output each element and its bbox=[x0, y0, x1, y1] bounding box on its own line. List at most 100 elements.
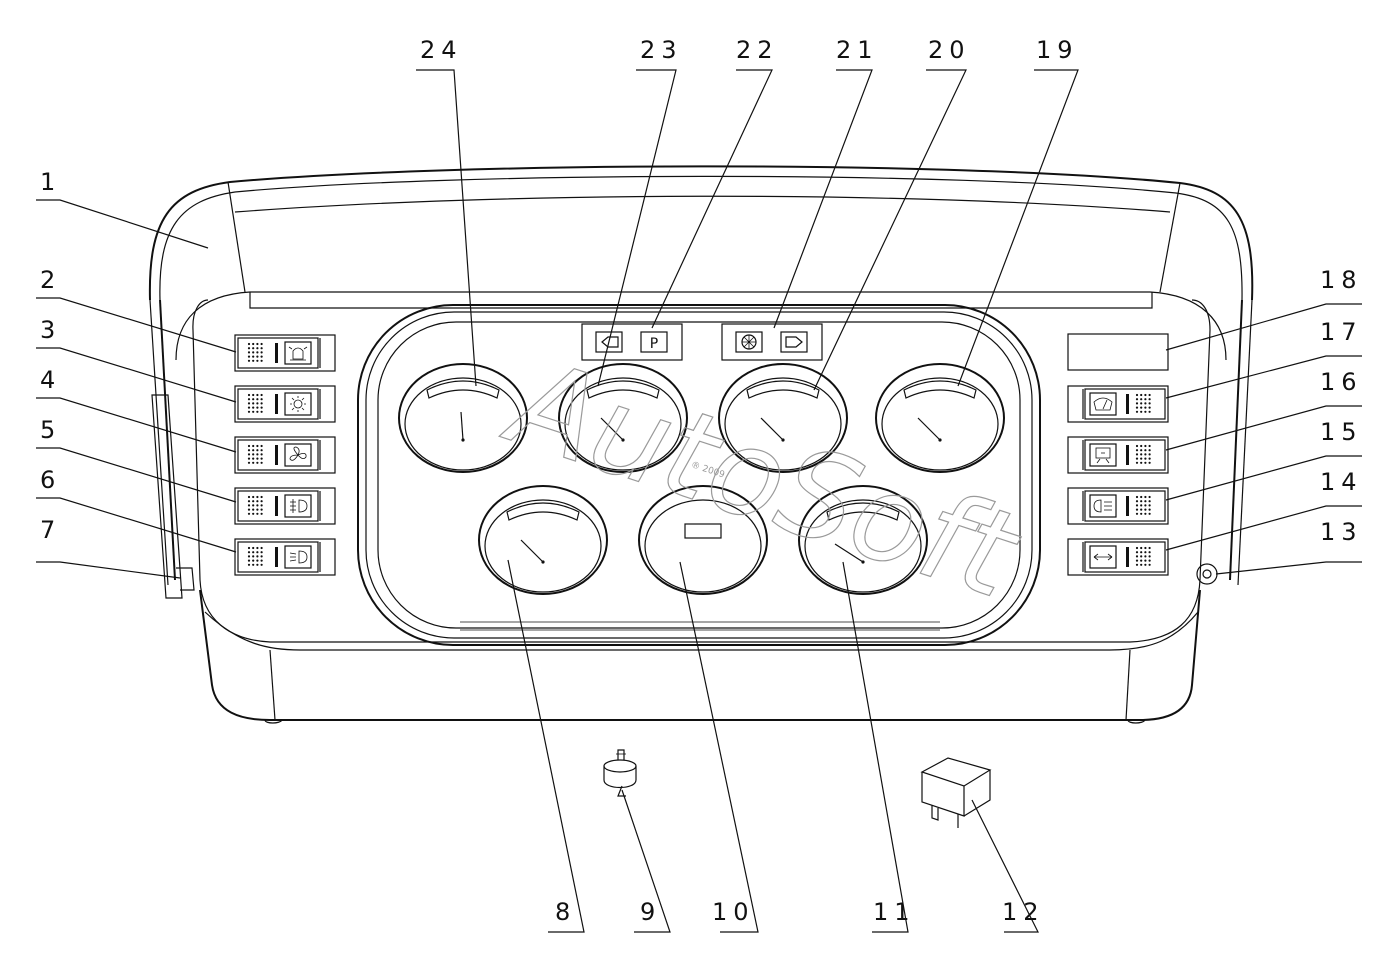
callout-number: 21 bbox=[836, 36, 879, 64]
needle-pivot bbox=[938, 438, 942, 442]
callout-number: 16 bbox=[1320, 368, 1363, 396]
callout-number: 19 bbox=[1036, 36, 1079, 64]
callout-number: 23 bbox=[640, 36, 683, 64]
callout-9: 9 bbox=[621, 789, 671, 933]
digital-display bbox=[684, 523, 722, 539]
gauge-scale-arc bbox=[426, 380, 500, 399]
leader-line bbox=[1165, 455, 1362, 501]
leader-line bbox=[1215, 561, 1362, 575]
right-rocker-switch[interactable] bbox=[1067, 538, 1169, 576]
leader-line bbox=[1165, 505, 1362, 551]
warning-lamp-group-left: P bbox=[581, 323, 683, 361]
beacon-icon bbox=[288, 346, 308, 361]
fog-light-icon bbox=[290, 499, 308, 513]
gauge-10 bbox=[638, 485, 768, 595]
callout-24: 24 bbox=[416, 36, 477, 387]
gauge-cluster bbox=[398, 363, 1005, 595]
left-rocker-switch[interactable] bbox=[234, 385, 336, 423]
leader-line bbox=[773, 69, 873, 329]
leader-line bbox=[416, 69, 477, 387]
hazard-lamp bbox=[735, 331, 763, 353]
gauge-needle bbox=[460, 411, 464, 441]
watermark-text: AutoSoft bbox=[490, 331, 1036, 626]
gauge-20 bbox=[718, 363, 848, 473]
callout-3: 3 bbox=[36, 316, 237, 403]
left-rocker-switch[interactable] bbox=[234, 436, 336, 474]
needle-pivot bbox=[621, 438, 625, 442]
turn-left-lamp bbox=[595, 331, 623, 353]
rear-fog-icon bbox=[1095, 447, 1111, 464]
needle-pivot bbox=[541, 560, 545, 564]
callout-16: 16 bbox=[1165, 368, 1363, 451]
callout-10: 10 bbox=[679, 561, 759, 933]
leader-line bbox=[597, 69, 677, 387]
callout-number: 6 bbox=[40, 466, 61, 494]
gauge-19 bbox=[875, 363, 1005, 473]
callout-number: 11 bbox=[873, 898, 916, 926]
gauge-11 bbox=[798, 485, 928, 595]
callout-17: 17 bbox=[1165, 318, 1363, 399]
headlight-icon bbox=[289, 550, 308, 564]
callout-number: 3 bbox=[40, 316, 61, 344]
left-rocker-switch[interactable] bbox=[234, 334, 336, 372]
gauge-24 bbox=[398, 363, 528, 473]
horizontal-arrows-icon bbox=[1093, 553, 1113, 561]
callout-13: 13 bbox=[1215, 518, 1363, 575]
callout-21: 21 bbox=[773, 36, 879, 329]
warning-lamp-group-right bbox=[721, 323, 823, 361]
leader-line bbox=[957, 69, 1079, 387]
callout-6: 6 bbox=[36, 466, 237, 553]
callout-23: 23 bbox=[597, 36, 683, 387]
left-rocker-switch[interactable] bbox=[234, 538, 336, 576]
callout-number: 7 bbox=[40, 516, 61, 544]
callout-number: 13 bbox=[1320, 518, 1363, 546]
callout-number: 18 bbox=[1320, 266, 1363, 294]
gauge-8 bbox=[478, 485, 608, 595]
callout-11: 11 bbox=[842, 561, 916, 933]
parking-lamp-label: P bbox=[650, 336, 658, 352]
callout-7: 7 bbox=[36, 516, 181, 579]
leader-line bbox=[1165, 405, 1362, 451]
callout-14: 14 bbox=[1165, 468, 1362, 551]
callout-number: 17 bbox=[1320, 318, 1363, 346]
callout-19: 19 bbox=[957, 36, 1079, 387]
leader-line bbox=[813, 69, 967, 391]
callout-number: 10 bbox=[712, 898, 755, 926]
gauge-needle bbox=[600, 417, 624, 441]
gauge-scale-arc bbox=[506, 502, 580, 521]
left-rocker-switch[interactable] bbox=[234, 487, 336, 525]
right-rocker-switch[interactable] bbox=[1067, 436, 1169, 474]
gauge-needle bbox=[520, 539, 544, 563]
callout-number: 24 bbox=[420, 36, 463, 64]
right-rocker-switch[interactable] bbox=[1067, 385, 1169, 423]
gauge-needle bbox=[834, 543, 864, 563]
parking-brake-lamp bbox=[640, 331, 668, 353]
callout-20: 20 bbox=[813, 36, 967, 391]
leader-line bbox=[507, 559, 585, 933]
fan-icon bbox=[289, 446, 307, 461]
leader-line bbox=[1165, 303, 1362, 351]
right-switch-bank bbox=[1067, 385, 1169, 576]
leader-line bbox=[679, 561, 759, 933]
callout-number: 15 bbox=[1320, 418, 1363, 446]
leader-line bbox=[1165, 355, 1362, 399]
gauge-scale-arc bbox=[826, 502, 900, 521]
callout-22: 22 bbox=[651, 36, 773, 329]
leader-line bbox=[36, 347, 237, 403]
callout-18: 18 bbox=[1165, 266, 1363, 351]
callout-4: 4 bbox=[36, 366, 237, 453]
leader-line bbox=[36, 447, 237, 503]
callout-number: 2 bbox=[40, 266, 61, 294]
callout-2: 2 bbox=[36, 266, 237, 353]
callout-number: 5 bbox=[40, 416, 61, 444]
callout-number: 8 bbox=[555, 898, 576, 926]
leader-line bbox=[36, 561, 181, 579]
right-rocker-switch[interactable] bbox=[1067, 487, 1169, 525]
leader-line bbox=[971, 799, 1039, 933]
leader-line bbox=[36, 297, 237, 353]
gauge-needle bbox=[917, 417, 941, 441]
needle-pivot bbox=[781, 438, 785, 442]
